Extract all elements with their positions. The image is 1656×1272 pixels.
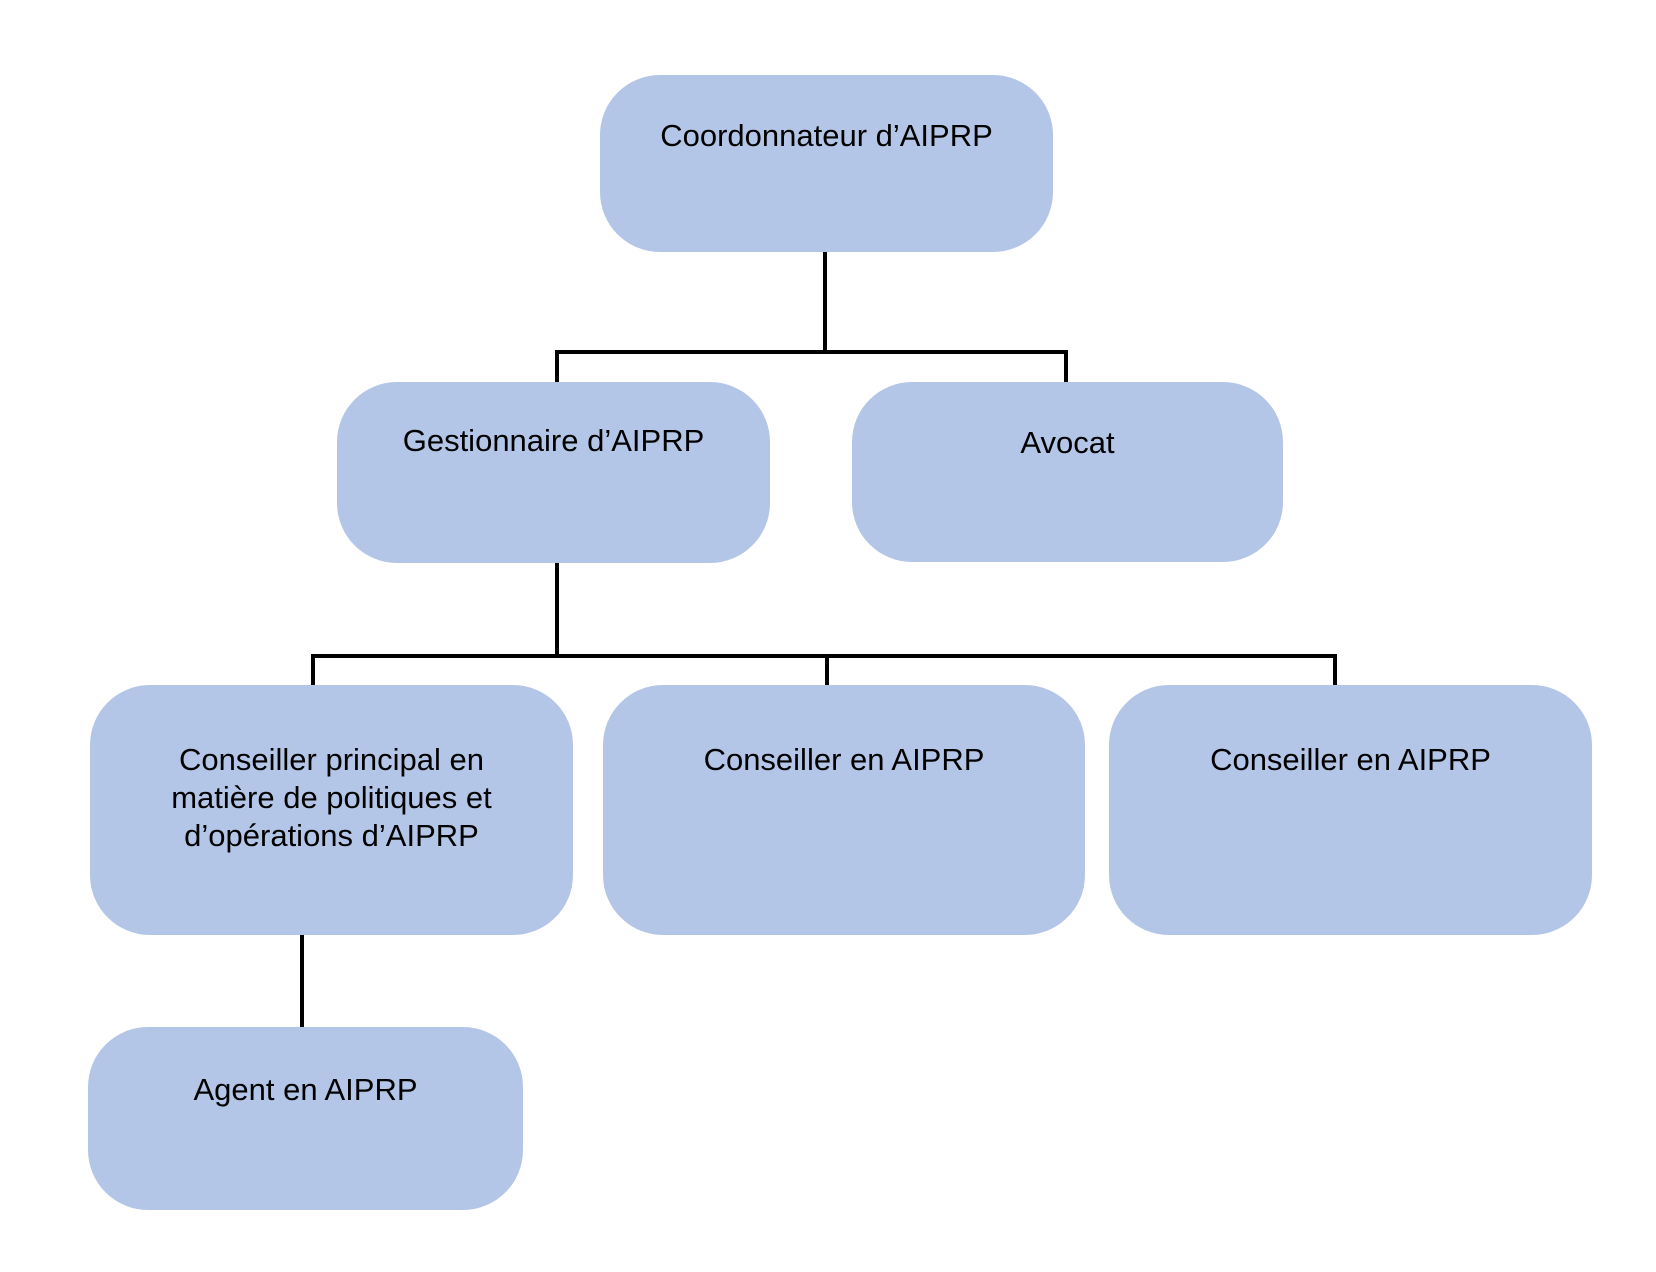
node-coordonnateur-aiprp: Coordonnateur d’AIPRP <box>600 75 1053 252</box>
node-conseiller-principal-politiques-operations: Conseiller principal en matière de polit… <box>90 685 573 935</box>
connector-drop-conseiller-1 <box>825 654 829 687</box>
connector-level2-bar <box>555 350 1068 354</box>
connector-drop-gestionnaire <box>555 350 559 384</box>
node-conseiller-aiprp-1: Conseiller en AIPRP <box>603 685 1085 935</box>
connector-drop-avocat <box>1064 350 1068 384</box>
node-avocat: Avocat <box>852 382 1283 562</box>
connector-root-to-level2 <box>823 252 827 354</box>
connector-gestionnaire-to-level3 <box>555 563 559 658</box>
node-agent-aiprp: Agent en AIPRP <box>88 1027 523 1210</box>
node-gestionnaire-aiprp: Gestionnaire d’AIPRP <box>337 382 770 563</box>
node-conseiller-aiprp-2: Conseiller en AIPRP <box>1109 685 1592 935</box>
connector-drop-conseiller-principal <box>311 654 315 687</box>
connector-level3-bar <box>311 654 1337 658</box>
connector-conseiller-principal-to-agent <box>300 935 304 1029</box>
connector-drop-conseiller-2 <box>1333 654 1337 687</box>
